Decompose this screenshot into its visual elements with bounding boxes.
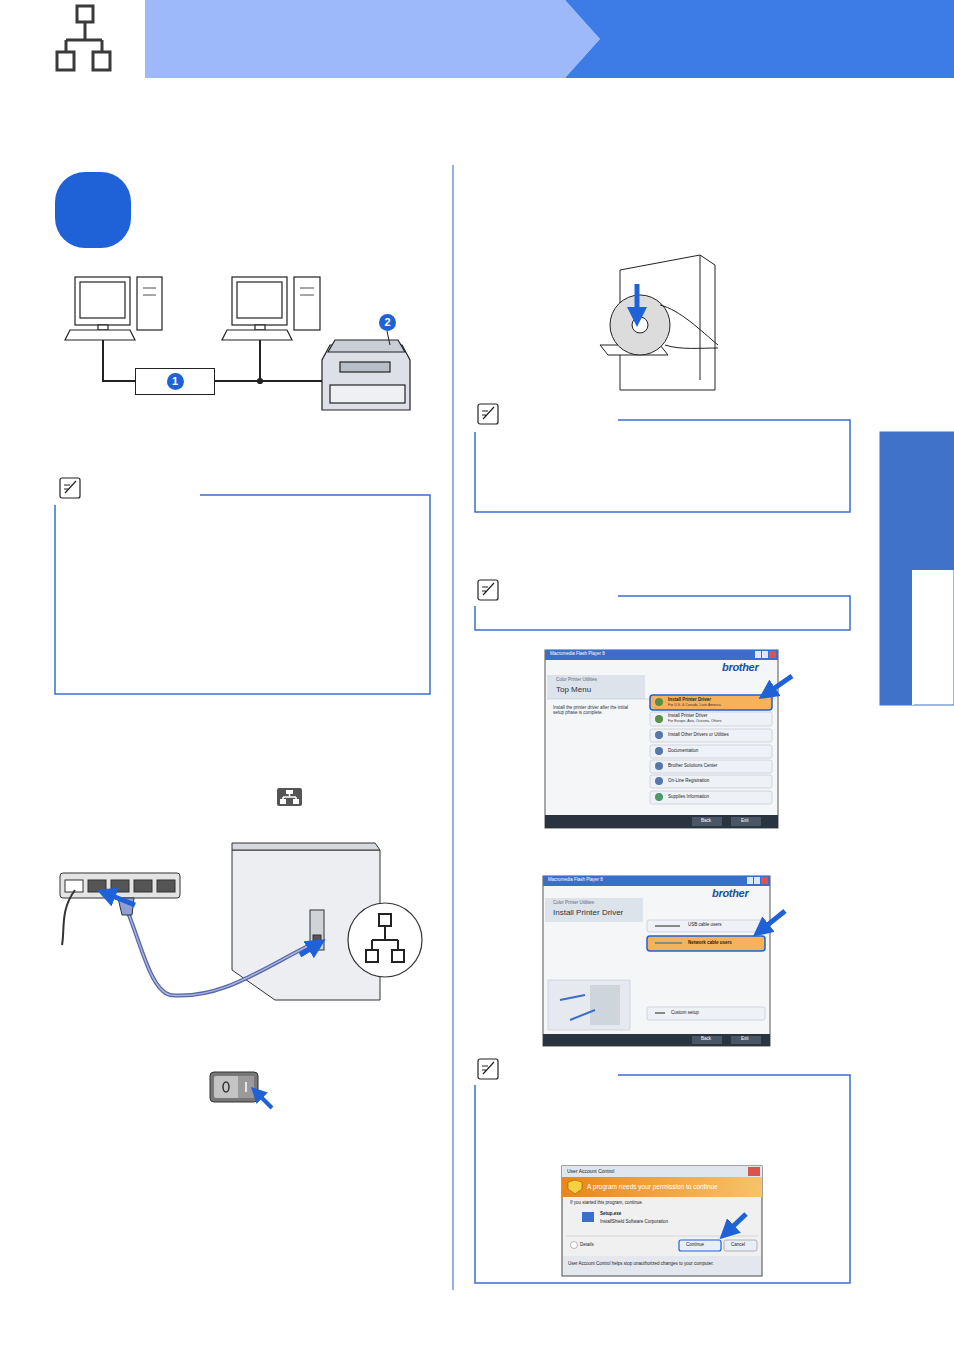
header-bar (145, 0, 600, 78)
dialog-button: Cancel (731, 1243, 745, 1248)
menu-item: Install Other Drivers or Utilities (668, 733, 729, 738)
menu-item: Documentation (668, 749, 698, 754)
menu-item: Network cable users (688, 941, 732, 946)
network-icon (57, 6, 110, 70)
brand-logo: brother (722, 661, 758, 673)
callout-number: 2 (379, 314, 396, 331)
program-name: Setup.exe (600, 1212, 621, 1217)
details-toggle: Details (580, 1243, 594, 1248)
app-name: Color Printer Utilities (556, 678, 597, 683)
side-tabs (880, 432, 954, 705)
window-title: User Account Control (567, 1169, 614, 1175)
menu-subtitle: For U.S. & Canada, Latin America (668, 704, 721, 708)
screenshot-top-menu (545, 650, 792, 828)
screen-title: Install Printer Driver (553, 909, 623, 918)
network-diagram (65, 277, 410, 410)
network-box: 1 (135, 368, 215, 395)
column-divider (453, 165, 454, 1290)
dialog-footer: User Account Control helps stop unauthor… (568, 1262, 714, 1267)
note-boxes (55, 420, 850, 1283)
menu-item: Brother Solutions Center (668, 764, 717, 769)
menu-item: Install Printer Driver (668, 698, 711, 703)
menu-item: Install Printer Driver (668, 714, 708, 719)
menu-item: USB cable users (688, 923, 722, 928)
power-switch (210, 1072, 272, 1108)
window-button: Back (701, 1037, 711, 1042)
menu-item: On-Line Registration (668, 779, 709, 784)
callout-number: 1 (167, 373, 184, 390)
window-title: Macromedia Flash Player 8 (548, 878, 603, 883)
publisher-name: InstallShield Software Corporation (600, 1220, 668, 1225)
step-marker (55, 172, 131, 248)
screenshot-uac (562, 1166, 762, 1276)
menu-subtitle: For Europe, Asia, Oceania, Others (668, 720, 722, 724)
dialog-heading: A program needs your permission to conti… (587, 1183, 718, 1190)
menu-item: Custom setup (671, 1011, 699, 1016)
brand-logo: brother (712, 887, 748, 899)
cable-illustration (60, 843, 422, 1000)
lan-icon (277, 788, 302, 806)
window-button: Exit (741, 1037, 749, 1042)
window-title: Macromedia Flash Player 8 (550, 652, 605, 657)
screenshot-install-driver (543, 876, 785, 1046)
header-bar-dark (565, 0, 954, 78)
screen-title: Top Menu (556, 686, 591, 695)
dialog-text: If you started this program, continue. (570, 1201, 643, 1206)
note-icons (60, 404, 498, 1079)
cd-illustration (600, 255, 718, 390)
app-name: Color Printer Utilities (553, 901, 594, 906)
window-button: Exit (741, 819, 749, 824)
screen-hint: Install the printer driver after the ini… (553, 706, 638, 716)
dialog-button: Continue (686, 1243, 704, 1248)
menu-item: Supplies Information (668, 795, 709, 800)
window-button: Back (701, 819, 711, 824)
